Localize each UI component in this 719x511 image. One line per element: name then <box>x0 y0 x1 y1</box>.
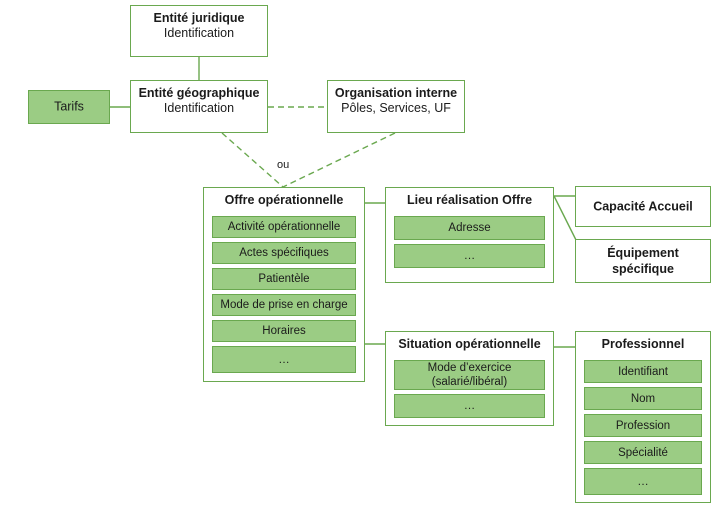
professionnel-attribute-list: Identifiant Nom Profession Spécialité … <box>584 360 702 499</box>
node-equipement-specifique-line2: spécifique <box>612 262 674 276</box>
node-capacite-accueil[interactable]: Capacité Accueil <box>575 186 711 227</box>
list-item[interactable]: Patientèle <box>212 268 356 290</box>
list-item[interactable]: Mode d’exercice (salarié/libéral) <box>394 360 545 390</box>
list-item-line2: (salarié/libéral) <box>431 376 508 388</box>
list-item-line1: Mode d’exercice <box>427 362 512 374</box>
node-tarifs-label: Tarifs <box>54 99 84 114</box>
node-lieu-realisation-offre-title: Lieu réalisation Offre <box>406 193 533 207</box>
node-professionnel-title: Professionnel <box>601 337 685 351</box>
link-organisation-offre-dashed <box>282 132 396 188</box>
list-item[interactable]: Nom <box>584 387 702 410</box>
node-equipement-specifique-label: Équipement spécifique <box>576 245 710 277</box>
node-equipement-specifique-line1: Équipement <box>607 246 679 260</box>
list-item[interactable]: … <box>212 346 356 373</box>
node-situation-operationnelle-title: Situation opérationnelle <box>398 337 541 351</box>
list-item[interactable]: Spécialité <box>584 441 702 464</box>
node-situation-operationnelle[interactable]: Situation opérationnelle Mode d’exercice… <box>385 331 554 426</box>
list-item[interactable]: Activité opérationnelle <box>212 216 356 238</box>
list-item[interactable]: Mode de prise en charge <box>212 294 356 316</box>
node-capacite-accueil-label: Capacité Accueil <box>593 199 693 213</box>
node-organisation-interne[interactable]: Organisation interne Pôles, Services, UF <box>327 80 465 133</box>
link-geographique-offre-dashed <box>221 132 284 188</box>
node-entite-juridique[interactable]: Entité juridique Identification <box>130 5 268 57</box>
list-item[interactable]: … <box>584 468 702 495</box>
node-offre-operationnelle-title: Offre opérationnelle <box>224 193 344 207</box>
node-organisation-interne-subtitle: Pôles, Services, UF <box>341 101 451 115</box>
node-equipement-specifique[interactable]: Équipement spécifique <box>575 239 711 283</box>
node-entite-juridique-subtitle: Identification <box>163 26 235 40</box>
list-item-line1: … <box>463 400 476 412</box>
connector-label-ou: ou <box>275 159 292 171</box>
list-item[interactable]: … <box>394 244 545 268</box>
list-item[interactable]: Horaires <box>212 320 356 342</box>
list-item[interactable]: … <box>394 394 545 418</box>
node-entite-geographique[interactable]: Entité géographique Identification <box>130 80 268 133</box>
node-lieu-realisation-offre[interactable]: Lieu réalisation Offre Adresse … <box>385 187 554 283</box>
node-offre-operationnelle[interactable]: Offre opérationnelle Activité opérationn… <box>203 187 365 382</box>
node-professionnel[interactable]: Professionnel Identifiant Nom Profession… <box>575 331 711 503</box>
lieu-attribute-list: Adresse … <box>394 216 545 272</box>
node-tarifs[interactable]: Tarifs <box>28 90 110 124</box>
list-item[interactable]: Adresse <box>394 216 545 240</box>
node-entite-geographique-title: Entité géographique <box>138 86 260 100</box>
node-organisation-interne-title: Organisation interne <box>334 86 458 100</box>
offre-attribute-list: Activité opérationnelle Actes spécifique… <box>212 216 356 377</box>
node-entite-juridique-title: Entité juridique <box>153 11 245 25</box>
list-item[interactable]: Profession <box>584 414 702 437</box>
list-item[interactable]: Actes spécifiques <box>212 242 356 264</box>
node-entite-geographique-subtitle: Identification <box>163 101 235 115</box>
situation-attribute-list: Mode d’exercice (salarié/libéral) … <box>394 360 545 422</box>
list-item[interactable]: Identifiant <box>584 360 702 383</box>
link-lieu-equipement <box>553 195 577 241</box>
